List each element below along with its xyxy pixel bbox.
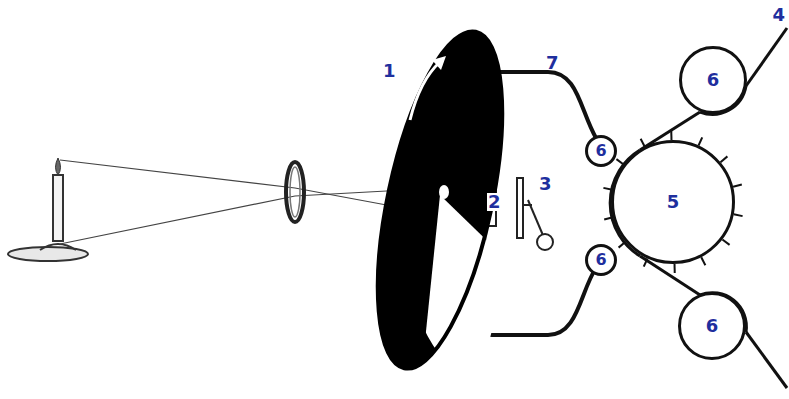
- sprocket-tooth: [670, 131, 672, 140]
- sprocket-tooth: [734, 214, 743, 216]
- sprocket-tooth: [674, 264, 676, 273]
- sprocket-tooth: [699, 137, 703, 145]
- callout-number: 3: [538, 175, 553, 193]
- circle-shape: [587, 137, 616, 166]
- sprocket-tooth: [604, 217, 613, 219]
- sprocket-tooth: [644, 258, 648, 266]
- candle: [8, 158, 88, 261]
- sprocket-tooth: [641, 139, 645, 147]
- callout-number: 2: [487, 193, 502, 211]
- sprocket-tooth: [603, 188, 612, 190]
- roller: 6: [679, 46, 747, 114]
- pressure-roller: 6: [585, 244, 617, 276]
- circle-shape: [587, 246, 616, 275]
- sprocket-tooth: [721, 156, 728, 162]
- film-strip: [610, 28, 787, 388]
- circle-shape: [613, 142, 734, 263]
- circle-shape: [680, 294, 745, 359]
- sprocket-tooth: [616, 159, 623, 164]
- callout-number: 7: [545, 54, 560, 72]
- sprocket-wheel: 5: [611, 140, 735, 264]
- sprocket-tooth: [733, 185, 742, 187]
- sprocket-tooth: [701, 257, 705, 265]
- callout-number: 6: [595, 252, 606, 268]
- lens: [286, 162, 304, 222]
- callout-number: 5: [667, 193, 680, 211]
- sprocket-teeth: [603, 131, 742, 273]
- pressure-roller: 6: [585, 135, 617, 167]
- sprocket-tooth: [722, 239, 729, 244]
- callout-number: 6: [595, 143, 606, 159]
- callout-number: 6: [706, 317, 719, 335]
- callout-number: 4: [771, 6, 786, 24]
- callout-number: 1: [382, 62, 397, 80]
- roller: 6: [678, 292, 746, 360]
- shutter-disc: [353, 21, 592, 399]
- lens-rim: [290, 167, 300, 217]
- callout-number: 6: [707, 71, 720, 89]
- sprocket-tooth: [619, 242, 626, 248]
- circle-shape: [681, 48, 746, 113]
